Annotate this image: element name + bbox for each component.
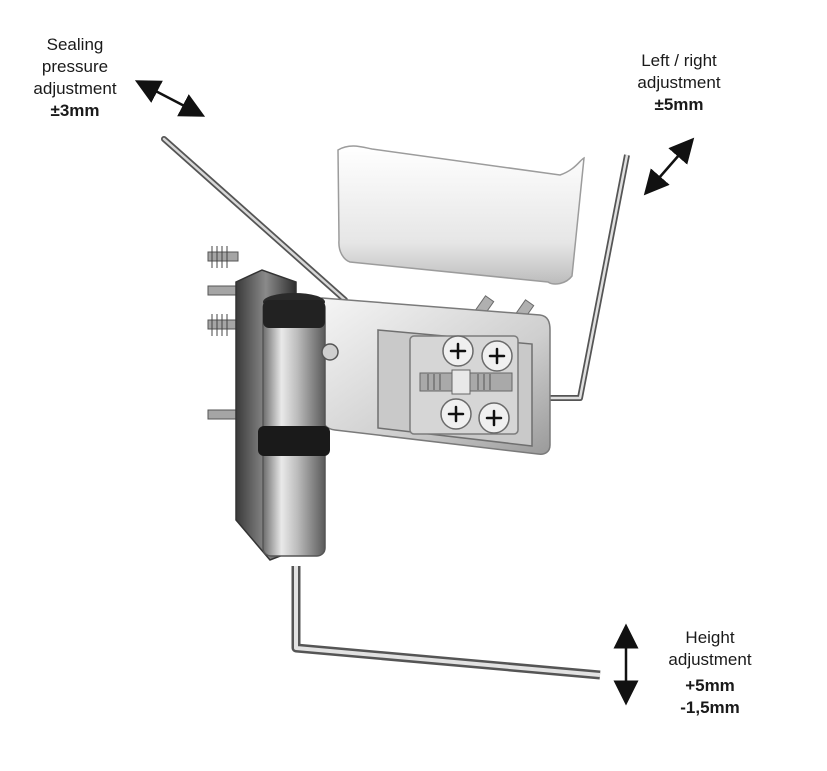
height-line1: Height — [685, 628, 735, 647]
allen-key-sealing — [161, 136, 348, 303]
sealing-arrow — [134, 80, 206, 117]
sealing-label: Sealing pressure adjustment ±3mm — [20, 34, 130, 122]
barrel-ring — [258, 426, 330, 456]
height-label: Height adjustment +5mm -1,5mm — [645, 627, 775, 719]
leftright-value: ±5mm — [654, 95, 704, 114]
height-line2: adjustment — [668, 650, 752, 669]
cover-cap — [337, 145, 585, 285]
height-value2: -1,5mm — [680, 698, 740, 717]
leftright-arrow — [643, 137, 695, 196]
allen-key-height — [291, 566, 601, 680]
sealing-line1: Sealing — [46, 35, 104, 54]
leftright-label: Left / right adjustment ±5mm — [614, 50, 744, 116]
height-value1: +5mm — [685, 676, 735, 695]
leftright-line2: adjustment — [637, 73, 721, 92]
leftright-line1: Left / right — [641, 51, 717, 70]
sealing-line2: pressure — [41, 57, 109, 76]
sealing-value: ±3mm — [50, 101, 100, 120]
sealing-line3: adjustment — [33, 79, 117, 98]
